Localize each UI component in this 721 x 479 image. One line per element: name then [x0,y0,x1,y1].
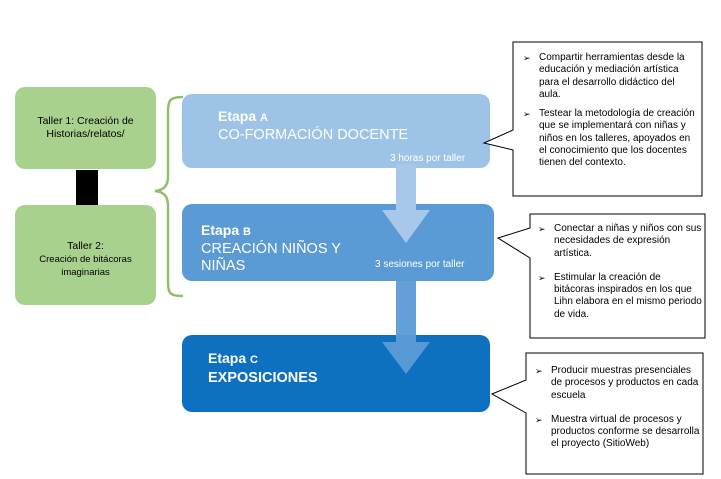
stage-a-title: CO-FORMACIÓN DOCENTE [218,127,409,143]
stage-a-note: 3 horas por taller [390,153,466,164]
callout-a: ➢ Compartir herramientas desde la educaci… [520,52,698,170]
bullet-arrow-icon: ➢ [535,366,543,376]
workshop-2-line-2: Creación de bitácoras [39,253,132,265]
callout-c-item-1: ➢ Producir muestras presenciales de proce… [532,365,700,402]
workshop-1-line-1: Taller 1: Creación de [37,115,134,127]
curly-brace [154,95,184,298]
callout-a-text-2: Testear la metodología de creación que s… [539,108,695,169]
stage-a-letter: A [260,112,268,124]
stage-b-title-line-1: CREACIÓN NIÑOS Y [201,241,341,257]
workshop-2-line-1: Taller 2: [67,239,104,252]
stage-b-box: Etapa B CREACIÓN NIÑOS Y NIÑAS 3 sesione… [182,204,494,281]
workshop-2-line-3: imaginarias [61,266,110,278]
callout-b: ➢ Conectar a niñas y niños con sus necesi… [535,223,703,321]
callout-a-item-2: ➢ Testear la metodología de creación que … [520,108,698,169]
stage-c-title: EXPOSICIONES [208,370,318,386]
stage-b-letter: B [243,226,251,238]
callout-b-text-1: Conectar a niñas y niños con sus necesid… [554,223,702,259]
stage-c-box: Etapa C EXPOSICIONES [182,335,490,412]
stage-c-letter: C [250,354,258,366]
workshop-1-line-2: Historias/relatos/ [46,128,125,140]
stage-c-label: Etapa [208,350,247,366]
callout-c-text-2: Muestra virtual de procesos y productos … [551,413,700,450]
stage-c-heading: Etapa C [208,350,258,369]
callout-a-item-1: ➢ Compartir herramientas desde la educaci… [520,52,698,101]
callout-b-text-2: Estimular la creación de bitácoras inspi… [554,271,702,320]
callout-c: ➢ Producir muestras presenciales de proce… [532,365,700,451]
callout-a-text-1: Compartir herramientas desde la educació… [539,52,685,100]
bullet-arrow-icon: ➢ [523,109,531,120]
bullet-arrow-icon: ➢ [535,414,543,425]
callout-c-text-1: Producir muestras presenciales de proces… [551,365,699,401]
stage-b-label: Etapa [201,222,240,238]
stage-b-heading: Etapa B [201,222,251,241]
callout-b-item-2: ➢ Estimular la creación de bitácoras insp… [535,272,703,321]
stage-a-heading: Etapa A [218,108,268,127]
bullet-arrow-icon: ➢ [538,272,546,283]
stage-b-title-line-2: NIÑAS [201,258,246,274]
workshop-1-box: Taller 1: Creación de Historias/relatos/ [15,87,156,169]
workshop-2-box: Taller 2: Creación de bitácoras imaginar… [15,205,156,305]
callout-b-item-1: ➢ Conectar a niñas y niños con sus necesi… [535,223,703,260]
stage-a-label: Etapa [218,108,257,124]
stage-b-note: 3 sesiones por taller [375,259,465,270]
callout-c-item-2: ➢ Muestra virtual de procesos y productos… [532,414,700,451]
bullet-arrow-icon: ➢ [538,224,546,234]
stage-a-box: Etapa A CO-FORMACIÓN DOCENTE 3 horas por… [182,94,490,168]
bullet-arrow-icon: ➢ [523,53,531,63]
